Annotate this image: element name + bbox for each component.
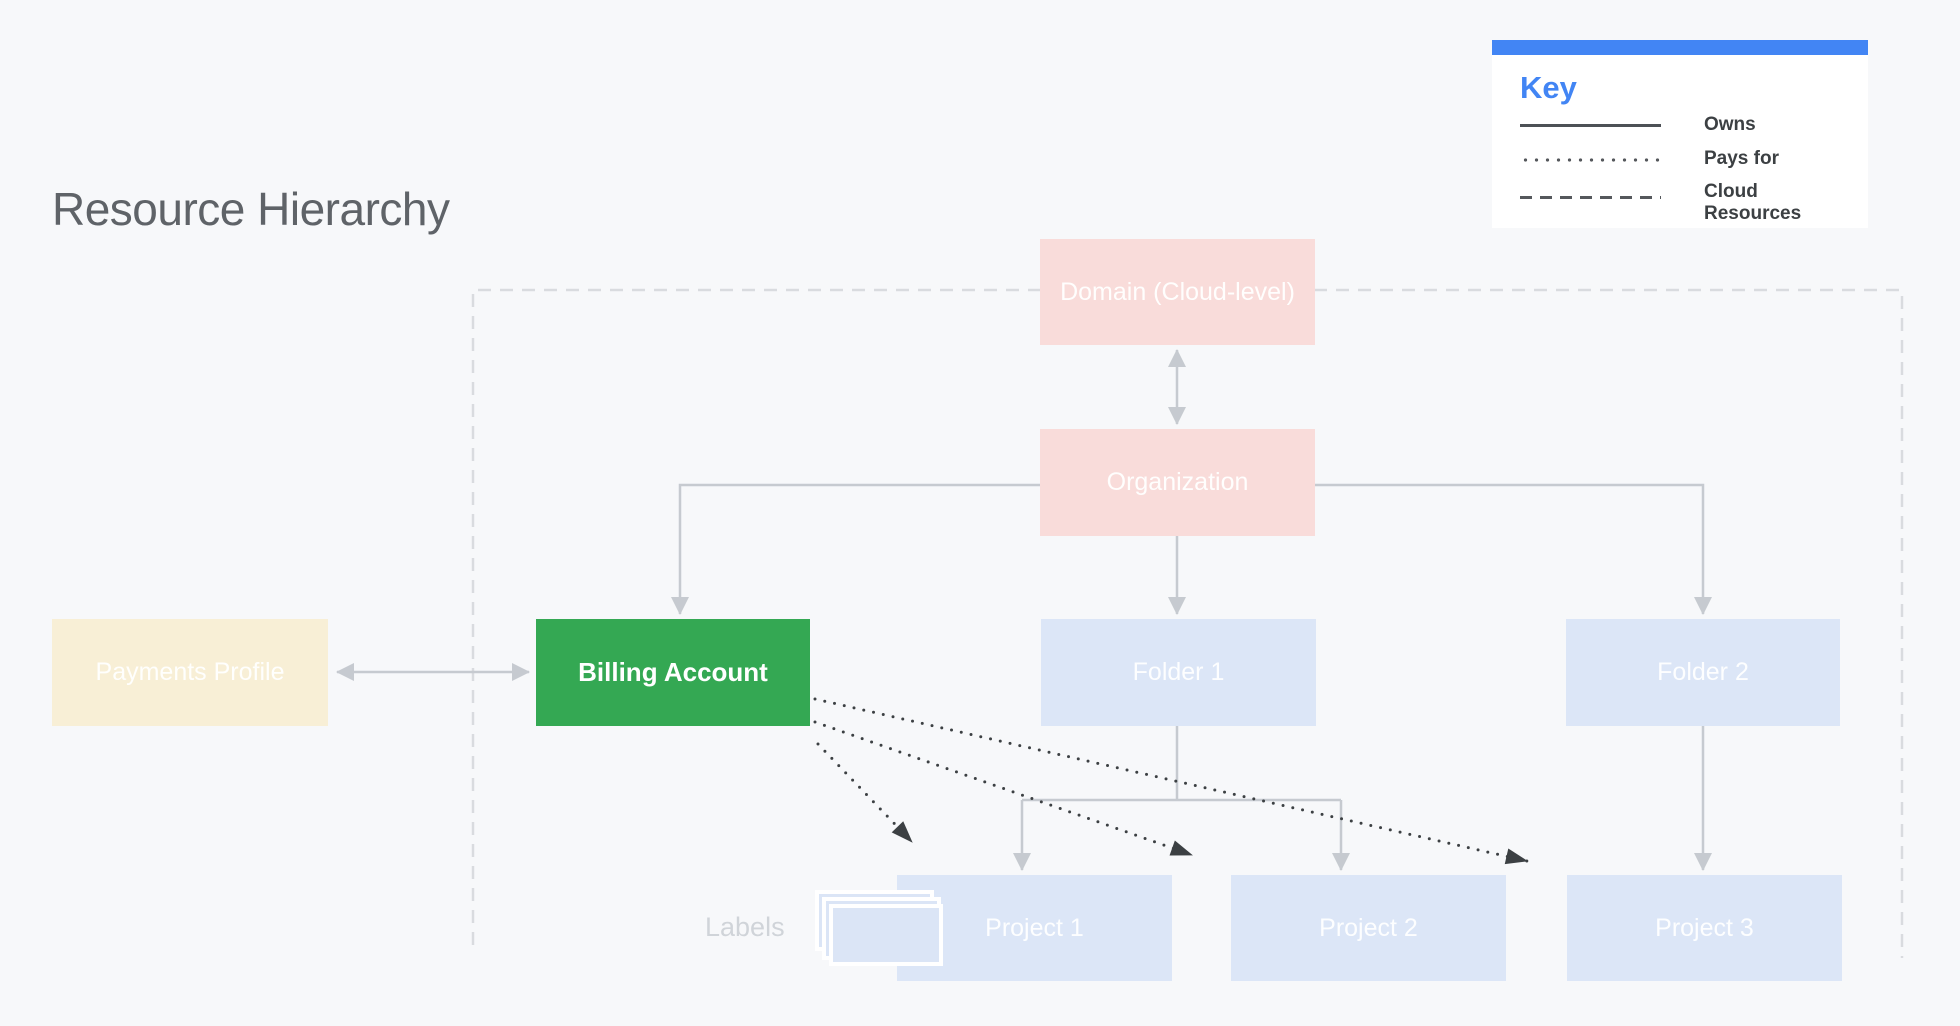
node-domain-label: Domain (Cloud-level) bbox=[1060, 277, 1295, 306]
node-billing-account: Billing Account bbox=[536, 619, 810, 726]
owns-arrow-organization-billing bbox=[671, 483, 1040, 615]
legend-title: Key bbox=[1520, 70, 1577, 105]
legend-accent-bar bbox=[1492, 40, 1868, 55]
legend-dotted-line-sample bbox=[1520, 158, 1661, 162]
node-folder-2: Folder 2 bbox=[1566, 619, 1840, 726]
owns-branch-folder1 bbox=[1022, 726, 1341, 802]
labels-stack-icon bbox=[829, 904, 943, 966]
node-organization-label: Organization bbox=[1106, 468, 1249, 496]
node-folder-2-label: Folder 2 bbox=[1657, 658, 1749, 686]
legend-item-cloud-resources: Cloud Resources bbox=[1704, 181, 1802, 224]
page-title: Resource Hierarchy bbox=[52, 183, 450, 235]
pays-for-arrow-project1 bbox=[816, 742, 914, 844]
legend-item-pays-for: Pays for bbox=[1704, 148, 1779, 169]
legend-key-card: Key Owns Pays for Cloud Resources bbox=[1492, 40, 1868, 228]
node-project-3-label: Project 3 bbox=[1655, 913, 1754, 942]
owns-arrow-organization-folder2 bbox=[1315, 483, 1712, 615]
pays-for-arrow-project2 bbox=[813, 720, 1194, 857]
legend-solid-line-sample bbox=[1520, 124, 1661, 127]
node-organization: Organization bbox=[1040, 429, 1315, 536]
node-project-2: Project 2 bbox=[1231, 875, 1506, 981]
node-folder-1-label: Folder 1 bbox=[1132, 658, 1225, 686]
node-payments-profile: Payments Profile bbox=[52, 619, 328, 726]
node-project-2-label: Project 2 bbox=[1319, 913, 1418, 942]
node-project-3: Project 3 bbox=[1567, 875, 1842, 981]
node-billing-account-label: Billing Account bbox=[578, 657, 768, 687]
labels-caption: Labels bbox=[705, 912, 785, 942]
node-folder-1: Folder 1 bbox=[1041, 619, 1316, 726]
node-domain: Domain (Cloud-level) bbox=[1040, 239, 1315, 345]
legend-dashed-line-sample bbox=[1520, 196, 1661, 199]
legend-item-owns: Owns bbox=[1704, 114, 1756, 135]
node-project-1-label: Project 1 bbox=[985, 913, 1084, 942]
node-payments-profile-label: Payments Profile bbox=[95, 658, 285, 686]
